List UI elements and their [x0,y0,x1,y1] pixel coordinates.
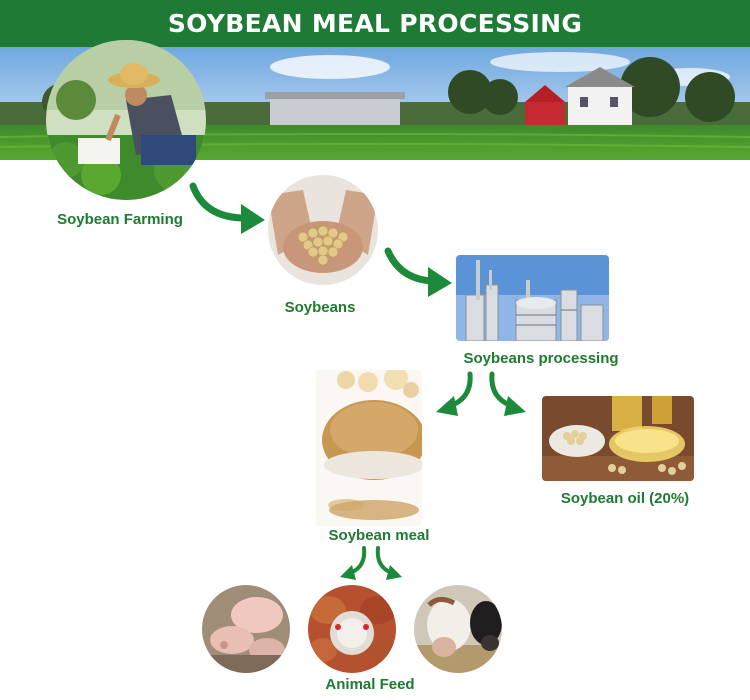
arrow-meal-to-feed-left [338,545,372,583]
arrow-meal-to-feed-right [370,545,404,583]
step-label-soybeans: Soybeans [284,299,356,316]
pigs-photo [202,585,290,673]
step-label-meal: Soybean meal [328,527,430,544]
arrow-farming-to-soybeans [185,180,270,240]
step-label-farming: Soybean Farming [57,211,183,228]
step-label-processing: Soybeans processing [463,350,619,367]
processing-plant-photo [456,255,609,341]
step-label-oil: Soybean oil (20%) [560,490,690,507]
cows-photo [414,585,502,673]
page-title: SOYBEAN MEAL PROCESSING [0,0,750,47]
soybean-meal-bowl-photo [316,370,422,526]
farmer-in-soybean-field-photo [46,40,206,200]
arrow-processing-to-oil [482,370,532,420]
arrow-processing-to-meal [432,370,482,420]
soybean-oil-photo [542,396,694,481]
chickens-photo [308,585,396,673]
step-label-feed: Animal Feed [325,676,415,693]
hands-holding-soybeans-photo [268,175,378,285]
arrow-soybeans-to-processing [380,245,455,300]
